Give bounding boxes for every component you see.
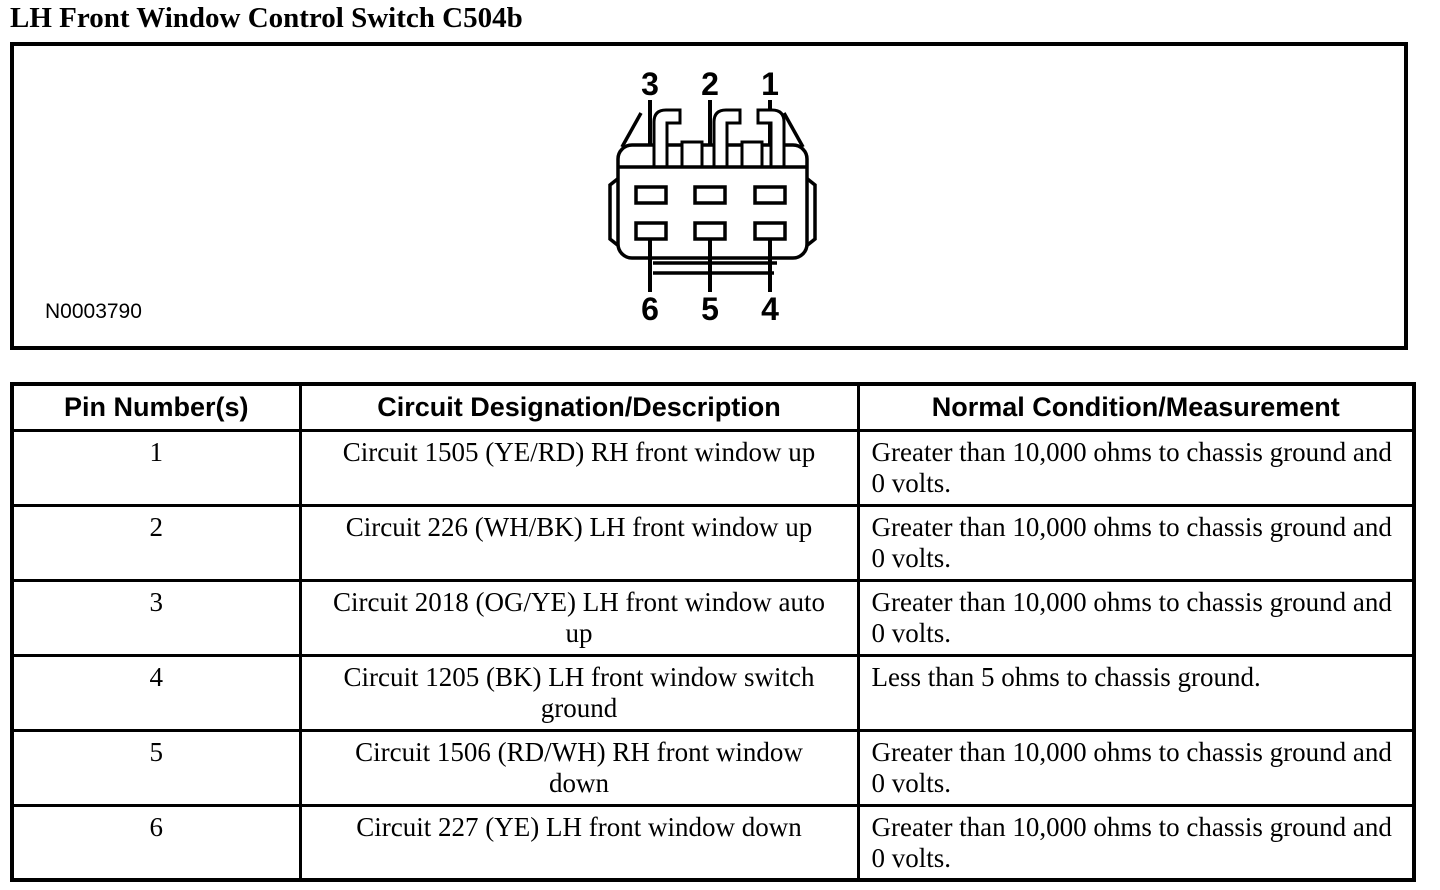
table-row: 2 Circuit 226 (WH/BK) LH front window up… bbox=[10, 503, 1416, 582]
pin-slot-2 bbox=[693, 185, 727, 205]
pin-number-cell: 6 bbox=[10, 803, 302, 882]
connector-left-ear bbox=[608, 175, 622, 249]
pin-slot-6 bbox=[634, 221, 668, 241]
pin-label-4: 4 bbox=[761, 291, 779, 327]
pin-label-1: 1 bbox=[761, 66, 779, 102]
col-header-normal-condition: Normal Condition/Measurement bbox=[856, 382, 1416, 432]
pinout-table: Pin Number(s) Circuit Designation/Descri… bbox=[10, 382, 1416, 882]
circuit-cell: Circuit 2018 (OG/YE) LH front window aut… bbox=[298, 578, 860, 657]
table-row: 3 Circuit 2018 (OG/YE) LH front window a… bbox=[10, 578, 1416, 657]
pin-label-5: 5 bbox=[701, 291, 719, 327]
connector-diagram: 3 2 1 bbox=[45, 66, 817, 327]
pin-slot-1 bbox=[753, 185, 787, 205]
page-title: LH Front Window Control Switch C504b bbox=[10, 2, 523, 34]
connector-right-ear bbox=[803, 175, 817, 249]
pin-slot-5 bbox=[693, 221, 727, 241]
pin-number-cell: 3 bbox=[10, 578, 302, 657]
pin-number-cell: 5 bbox=[10, 728, 302, 807]
pin-number-cell: 1 bbox=[10, 428, 302, 507]
col-header-pin-number: Pin Number(s) bbox=[10, 382, 302, 432]
table-row: 4 Circuit 1205 (BK) LH front window swit… bbox=[10, 653, 1416, 732]
pin-number-cell: 4 bbox=[10, 653, 302, 732]
condition-cell: Greater than 10,000 ohms to chassis grou… bbox=[856, 728, 1416, 807]
condition-cell: Less than 5 ohms to chassis ground. bbox=[856, 653, 1416, 732]
circuit-cell: Circuit 1506 (RD/WH) RH front window dow… bbox=[298, 728, 860, 807]
condition-cell: Greater than 10,000 ohms to chassis grou… bbox=[856, 803, 1416, 882]
col-header-circuit-designation: Circuit Designation/Description bbox=[298, 382, 860, 432]
connector-figure-box: 3 2 1 bbox=[10, 42, 1408, 350]
circuit-cell: Circuit 227 (YE) LH front window down bbox=[298, 803, 860, 882]
pin-slot-4 bbox=[753, 221, 787, 241]
circuit-cell: Circuit 1505 (YE/RD) RH front window up bbox=[298, 428, 860, 507]
table-row: 5 Circuit 1506 (RD/WH) RH front window d… bbox=[10, 728, 1416, 807]
table-row: 1 Circuit 1505 (YE/RD) RH front window u… bbox=[10, 428, 1416, 507]
circuit-cell: Circuit 226 (WH/BK) LH front window up bbox=[298, 503, 860, 582]
table-header-row: Pin Number(s) Circuit Designation/Descri… bbox=[10, 382, 1416, 432]
pin-label-6: 6 bbox=[641, 291, 659, 327]
table-row: 6 Circuit 227 (YE) LH front window down … bbox=[10, 803, 1416, 882]
pin-label-2: 2 bbox=[701, 66, 719, 102]
connector-latch-detail bbox=[618, 108, 807, 169]
circuit-cell: Circuit 1205 (BK) LH front window switch… bbox=[298, 653, 860, 732]
condition-cell: Greater than 10,000 ohms to chassis grou… bbox=[856, 578, 1416, 657]
pin-number-cell: 2 bbox=[10, 503, 302, 582]
pin-label-3: 3 bbox=[641, 66, 659, 102]
condition-cell: Greater than 10,000 ohms to chassis grou… bbox=[856, 503, 1416, 582]
condition-cell: Greater than 10,000 ohms to chassis grou… bbox=[856, 428, 1416, 507]
pin-slot-3 bbox=[634, 185, 668, 205]
figure-id-label: N0003790 bbox=[45, 300, 142, 323]
